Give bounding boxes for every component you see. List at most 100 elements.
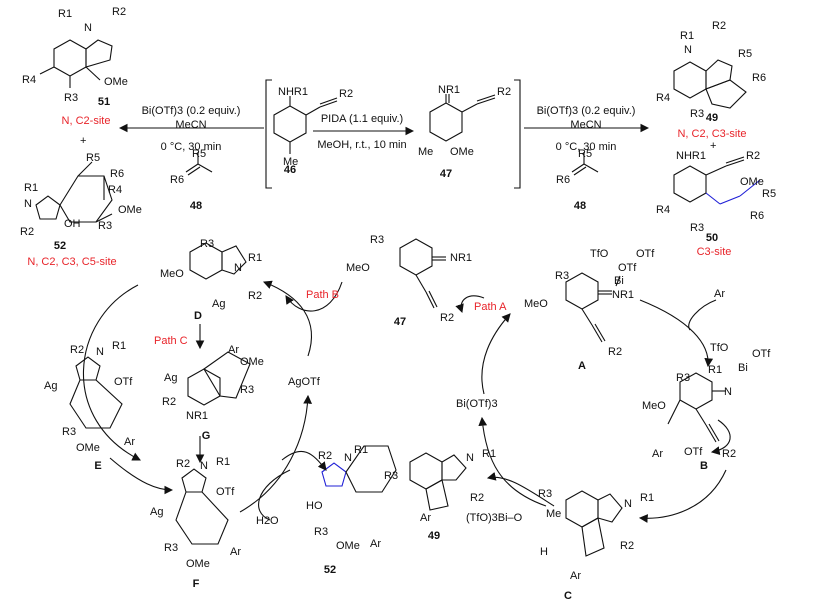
atom-label: N bbox=[724, 386, 732, 398]
intermediate-C-label: C bbox=[564, 590, 572, 602]
cycle-arrow-pathA bbox=[455, 295, 485, 314]
atom-label: OMe bbox=[336, 540, 360, 552]
atom-label: OMe bbox=[240, 356, 264, 368]
atom-label: Me bbox=[418, 146, 434, 158]
cycle-arrow-alkene-in bbox=[688, 299, 717, 331]
structure-52-top bbox=[35, 161, 113, 223]
atom-label: N bbox=[234, 262, 242, 274]
atom-label: N bbox=[344, 452, 352, 464]
atom-label: OTf bbox=[684, 446, 703, 458]
atom-label: R4 bbox=[656, 204, 671, 216]
right-condition-1: Bi(OTf)3 (0.2 equiv.) bbox=[536, 105, 636, 117]
intermediate-B-label: B bbox=[700, 460, 708, 472]
atom-label: OTf bbox=[752, 348, 771, 360]
structure-D bbox=[189, 242, 247, 280]
right-condition-3: 0 °C, 30 min bbox=[555, 141, 617, 153]
structure-C bbox=[565, 490, 623, 557]
atom-label: Ar bbox=[714, 288, 725, 300]
cycle-arrow-agotf-up bbox=[262, 280, 313, 357]
central-condition-1: PIDA (1.1 equiv.) bbox=[320, 113, 404, 125]
cycle-arrow-left-outer bbox=[82, 284, 141, 461]
atom-label: R3 bbox=[64, 92, 79, 104]
atom-label: MeO bbox=[160, 268, 184, 280]
structure-48-right bbox=[571, 152, 599, 176]
structure-E bbox=[69, 356, 123, 429]
cycle-arrow-C-to-49 bbox=[486, 472, 555, 507]
atom-label: R2 bbox=[497, 86, 512, 98]
atom-label: R6 bbox=[752, 72, 767, 84]
cycle-arrow-E-to-F bbox=[109, 457, 174, 495]
atom-label: H bbox=[540, 546, 548, 558]
path-B-label: Path B bbox=[306, 289, 340, 301]
atom-label: N bbox=[466, 452, 474, 464]
compound-47-label-mid: 47 bbox=[393, 316, 407, 328]
atom-label: R6 bbox=[110, 168, 125, 180]
atom-label: R5 bbox=[578, 148, 593, 160]
agotf-label: AgOTf bbox=[288, 376, 320, 388]
atom-label: R1 bbox=[58, 8, 73, 20]
atom-label: Ag bbox=[212, 298, 226, 310]
atom-label: R3 bbox=[690, 108, 705, 120]
atom-label: Bi bbox=[614, 275, 624, 287]
atom-label: Ar bbox=[570, 570, 581, 582]
atom-label: OTf bbox=[114, 376, 133, 388]
atom-label: R3 bbox=[370, 234, 385, 246]
atom-label: N bbox=[684, 44, 692, 56]
atom-label: R2 bbox=[318, 450, 333, 462]
atom-label: (TfO)3Bi–O bbox=[466, 512, 523, 524]
atom-label: R4 bbox=[108, 184, 123, 196]
atom-label: R3 bbox=[164, 542, 179, 554]
atom-label: OMe bbox=[186, 558, 210, 570]
atom-label: R1 bbox=[112, 340, 127, 352]
atom-label: R2 bbox=[746, 150, 761, 162]
atom-label: R2 bbox=[722, 448, 737, 460]
atom-label: R5 bbox=[192, 148, 207, 160]
left-condition-2: MeCN bbox=[175, 119, 207, 131]
atom-label: R4 bbox=[22, 74, 37, 86]
atom-label: R5 bbox=[738, 48, 753, 60]
atom-label: R3 bbox=[200, 238, 215, 250]
atom-label: R2 bbox=[112, 6, 127, 18]
atom-label: R1 bbox=[24, 182, 39, 194]
atom-label: Ag bbox=[150, 506, 164, 518]
atom-label: R1 bbox=[482, 448, 497, 460]
atom-label: R1 bbox=[708, 364, 723, 376]
atom-label: R6 bbox=[750, 210, 765, 222]
atom-label: TfO bbox=[590, 248, 609, 260]
atom-label: R2 bbox=[712, 20, 727, 32]
atom-label: Ar bbox=[228, 344, 239, 356]
cycle-arrow-B-to-C bbox=[638, 469, 727, 523]
atom-label: Ar bbox=[124, 436, 135, 448]
compound-48-label-right: 48 bbox=[573, 200, 587, 212]
cycle-arrow-biotf-up bbox=[481, 313, 511, 395]
atom-label: R2 bbox=[470, 492, 485, 504]
structure-B bbox=[667, 372, 726, 443]
atom-label: Ag bbox=[164, 372, 178, 384]
atom-label: OMe bbox=[104, 76, 128, 88]
atom-label: Ar bbox=[420, 512, 431, 524]
site-label-51: N, C2-site bbox=[61, 115, 111, 127]
atom-label: Ar bbox=[370, 538, 381, 550]
compound-49-label-top: 49 bbox=[705, 112, 719, 124]
atom-label: R2 bbox=[176, 458, 191, 470]
cycle-arrow-to-agotf bbox=[239, 394, 313, 513]
atom-label: NHR1 bbox=[278, 86, 308, 98]
plus-sign: + bbox=[710, 140, 717, 152]
cycle-arrow-B-intra bbox=[710, 419, 731, 455]
structure-F bbox=[175, 468, 229, 545]
atom-label: R1 bbox=[216, 456, 231, 468]
atom-label: R6 bbox=[170, 174, 185, 186]
intermediate-D-label: D bbox=[194, 310, 202, 322]
structure-49-top bbox=[673, 59, 747, 109]
atom-label: R5 bbox=[762, 188, 777, 200]
atom-label: R2 bbox=[339, 88, 354, 100]
atom-label: NR1 bbox=[186, 410, 209, 422]
biotf3-label: Bi(OTf)3 bbox=[456, 398, 498, 410]
structure-50 bbox=[673, 156, 761, 205]
atom-label: R3 bbox=[314, 526, 329, 538]
atom-label: NR1 bbox=[612, 289, 635, 301]
path-C-label: Path C bbox=[154, 335, 188, 347]
intermediate-E-label: E bbox=[94, 460, 102, 472]
structure-48-left bbox=[185, 152, 213, 176]
